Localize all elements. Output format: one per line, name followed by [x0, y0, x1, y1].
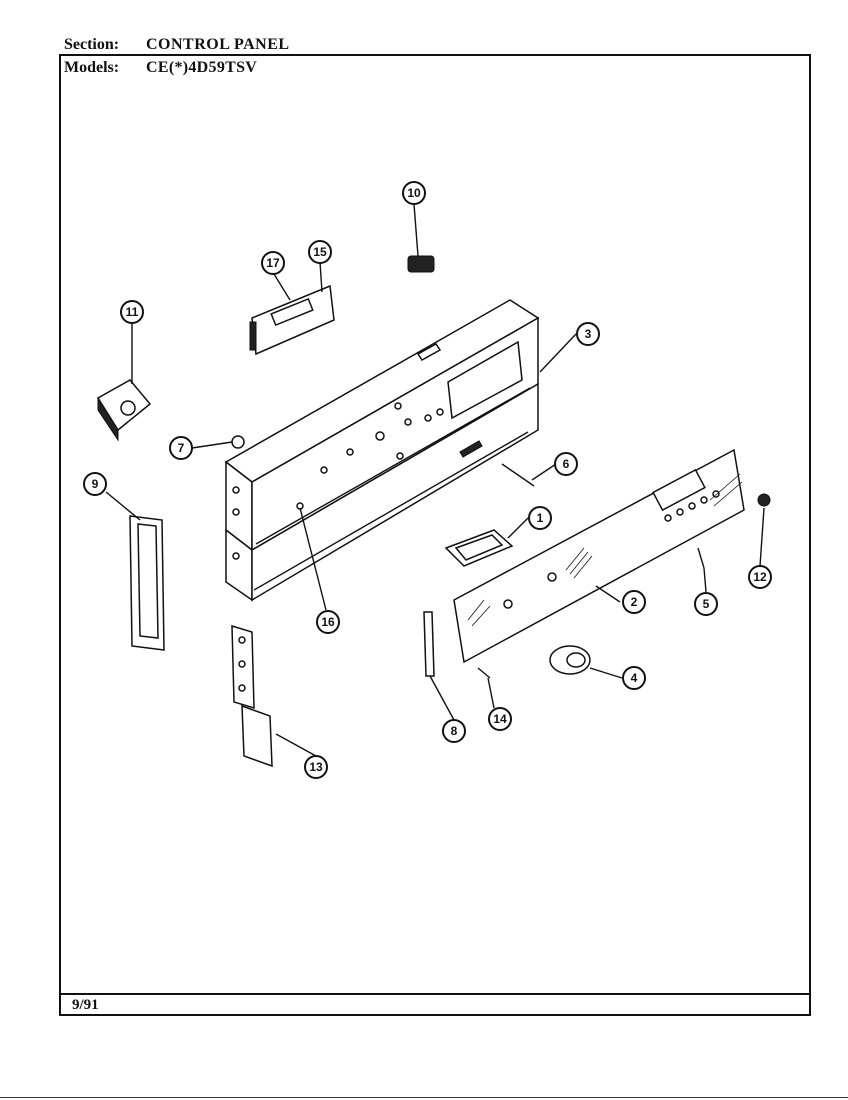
clock-board-part: [249, 284, 335, 356]
svg-text:15: 15: [313, 245, 327, 259]
bracket-part: [231, 624, 273, 768]
gasket-part: [444, 529, 514, 567]
callout-4: 4: [622, 666, 646, 690]
callout-3: 3: [576, 322, 600, 346]
models-label: Models:: [64, 59, 120, 76]
section-title: CONTROL PANEL: [146, 36, 290, 53]
footer-date: 9/91: [72, 997, 99, 1013]
callout-10: 10: [402, 181, 426, 205]
callout-16: 16: [316, 610, 340, 634]
callout-2: 2: [622, 590, 646, 614]
part-5-screw: [697, 547, 705, 569]
svg-text:3: 3: [585, 327, 592, 341]
svg-text:7: 7: [178, 441, 185, 455]
front-glass-panel: [453, 448, 745, 664]
side-trim-part: [129, 515, 165, 651]
part-10-shape: [407, 255, 435, 273]
svg-text:14: 14: [493, 712, 507, 726]
callout-15: 15: [308, 240, 332, 264]
part-7-washer: [231, 435, 245, 449]
callout-9: 9: [83, 472, 107, 496]
diagram-frame: [59, 54, 811, 1016]
svg-text:8: 8: [451, 724, 458, 738]
callout-17: 17: [261, 251, 285, 275]
callout-11: 11: [120, 300, 144, 324]
svg-text:1: 1: [537, 511, 544, 525]
svg-text:11: 11: [126, 305, 139, 319]
knob-part: [549, 645, 591, 675]
section-label: Section:: [64, 36, 120, 53]
callout-7: 7: [169, 436, 193, 460]
page-bottom-edge: [0, 1097, 848, 1098]
footer-divider: [59, 993, 811, 995]
svg-text:9: 9: [92, 477, 99, 491]
control-panel-housing: [224, 299, 540, 602]
callout-14: 14: [488, 707, 512, 731]
svg-text:12: 12: [753, 570, 767, 584]
svg-text:4: 4: [631, 671, 638, 685]
part-12-shape: [757, 493, 771, 507]
part-14-screw: [477, 667, 491, 679]
leader-lines: [105, 203, 765, 757]
callout-13: 13: [304, 755, 328, 779]
callout-1: 1: [528, 506, 552, 530]
svg-text:13: 13: [309, 760, 323, 774]
svg-text:16: 16: [321, 615, 335, 629]
svg-text:6: 6: [563, 457, 570, 471]
models-value: CE(*)4D59TSV: [146, 59, 258, 76]
svg-text:5: 5: [703, 597, 710, 611]
svg-text:2: 2: [631, 595, 638, 609]
timer-part: [96, 379, 152, 442]
svg-text:17: 17: [266, 256, 280, 270]
callout-6: 6: [554, 452, 578, 476]
part-6-wire: [501, 463, 535, 487]
svg-text:10: 10: [407, 186, 421, 200]
callout-8: 8: [442, 719, 466, 743]
trim-strip-part: [423, 611, 435, 677]
callout-5: 5: [694, 592, 718, 616]
callout-12: 12: [748, 565, 772, 589]
